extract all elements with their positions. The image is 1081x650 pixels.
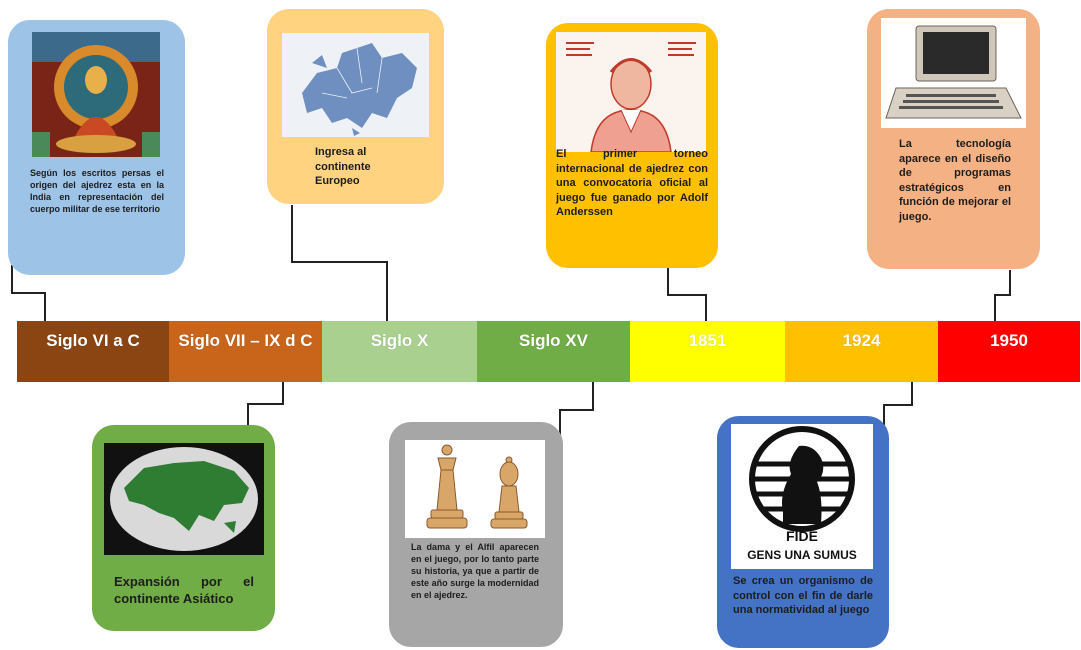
timeline-segment-siglo-vi: Siglo VI a C [17,321,169,382]
connector-siglo-vii [247,382,284,425]
card-siglo-vii-text: Expansión por el continente Asiático [114,574,254,607]
timeline-label-1851: 1851 [688,331,727,350]
chess-queen-bishop-image [405,440,545,538]
connector-siglo-xv [559,382,594,435]
timeline-label-1950: 1950 [990,331,1028,350]
connector-1851 [667,268,707,321]
card-siglo-xv-text: La dama y el Alfil aparecen en el juego,… [411,542,539,600]
card-siglo-vii: Expansión por el continente Asiático [92,425,275,631]
card-1924-text: Se crea un organismo de control con el f… [733,575,873,617]
timeline-segment-1950: 1950 [938,321,1080,382]
timeline-segment-1924: 1924 [785,321,938,382]
card-siglo-x: Ingresa al continente Europeo [267,9,444,204]
timeline-label-siglo-xv: Siglo XV [519,331,588,350]
fide-logo-motto: GENS UNA SUMUS [747,548,857,562]
card-siglo-xv: La dama y el Alfil aparecen en el juego,… [389,422,563,647]
card-1950: La tecnología aparece en el diseño de pr… [867,9,1040,269]
card-siglo-vi-text: Según los escritos persas el origen del … [30,168,164,214]
connector-siglo-vi [11,265,46,321]
asia-globe-map-image [104,443,264,555]
card-siglo-x-text: Ingresa al continente Europeo [315,146,371,188]
fide-logo-image: FIDE GENS UNA SUMUS [731,424,873,569]
card-siglo-vi: Según los escritos persas el origen del … [8,20,185,275]
europe-map-image [282,33,429,137]
buddha-painting-image [32,32,160,157]
card-1851: El primer torneo internacional de ajedre… [546,23,718,268]
timeline-label-siglo-vii: Siglo VII – IX d C [178,331,313,350]
connector-1950 [994,270,1011,321]
timeline-label-siglo-x: Siglo X [370,331,429,350]
timeline-segment-siglo-x: Siglo X [322,321,477,382]
card-1950-text: La tecnología aparece en el diseño de pr… [899,138,1011,223]
card-1851-text: El primer torneo internacional de ajedre… [556,148,708,219]
timeline-segment-1851: 1851 [630,321,785,382]
card-1924: FIDE GENS UNA SUMUS Se crea un organismo… [717,416,889,648]
connector-siglo-x [291,205,388,321]
adolf-anderssen-portrait-image [556,32,706,152]
connector-1924 [883,382,913,425]
timeline-label-1924: 1924 [842,331,881,350]
vintage-computer-image [881,18,1026,128]
timeline-segment-siglo-vii: Siglo VII – IX d C [169,321,322,382]
timeline-segment-siglo-xv: Siglo XV [477,321,630,382]
timeline-label-siglo-vi: Siglo VI a C [46,331,140,350]
fide-logo-text: FIDE [786,528,818,544]
